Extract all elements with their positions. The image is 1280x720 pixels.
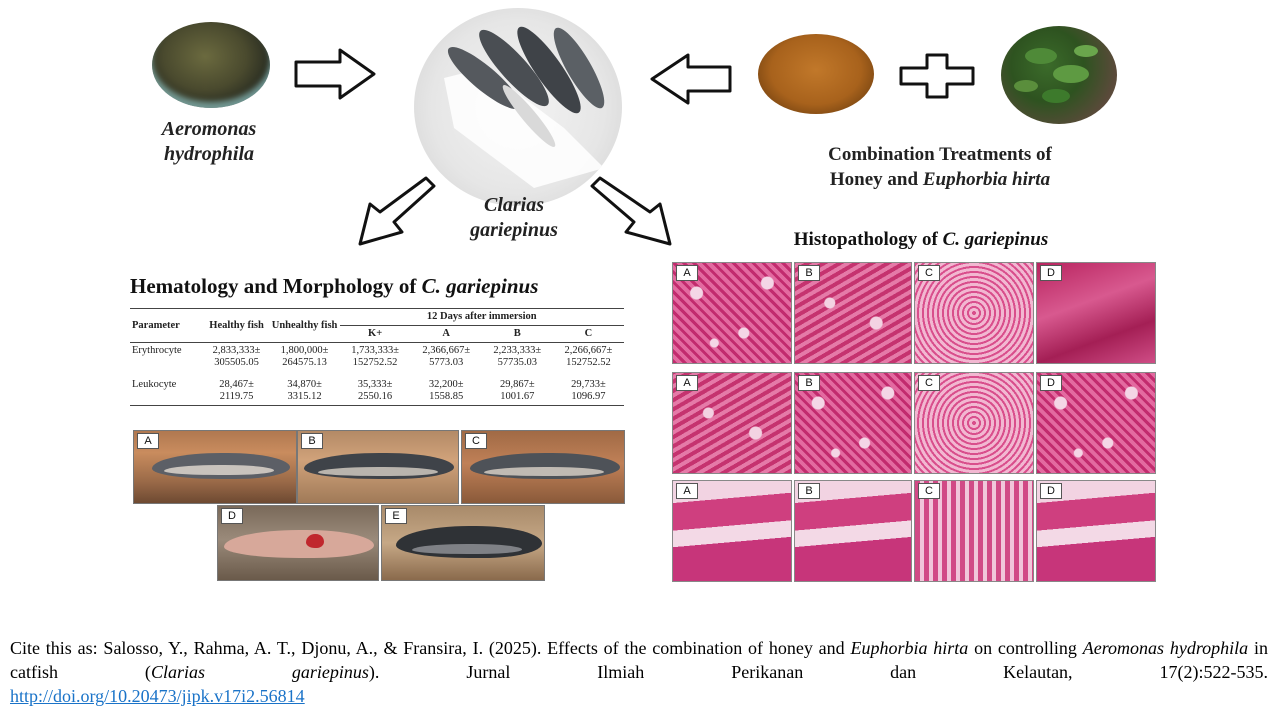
citation-species: Euphorbia hirta [850,638,969,658]
table-cell: 28,467±2119.75 [219,379,254,402]
doi-link[interactable]: http://doi.org/10.20473/jipk.v17i2.56814 [10,686,305,706]
panel-tag: B [798,483,820,499]
hematology-title-species: C. gariepinus [421,274,539,298]
histology-panel: B [794,262,912,364]
combination-treatments-label: Combination Treatments of Honey and Euph… [770,142,1110,192]
combination-line1: Combination Treatments of [828,144,1052,165]
combination-line2-prefix: Honey and [829,169,923,190]
aeromonas-culture-image [152,22,270,108]
histology-panel: A [672,262,792,364]
table-cell: 2,233,333±57735.03 [493,345,542,368]
fish-photo-e: E [381,505,545,581]
hematology-table: Parameter Healthy fish Unhealthy fish 12… [130,308,624,406]
table-cell: 29,733±1096.97 [571,379,606,402]
panel-tag: B [798,265,820,281]
panel-tag: A [676,265,698,281]
col-unhealthy: Unhealthy fish [269,308,340,343]
subcol-c: C [584,328,593,339]
histology-panel: D [1036,262,1156,364]
down-right-arrow-icon [590,176,672,246]
histopathology-title: Histopathology of C. gariepinus [716,229,1126,251]
panel-tag: D [1040,483,1062,499]
histology-panel: C [914,372,1034,474]
table-cell: 29,867±1001.67 [499,379,535,402]
panel-tag: C [918,483,940,499]
panel-tag: C [918,375,940,391]
fish-photo-b: B [297,430,459,504]
histology-panel: C [914,480,1034,582]
histopathology-title-text: Histopathology of [793,229,943,250]
fish-photo-c: C [461,430,625,504]
citation-text: Cite this as: Salosso, Y., Rahma, A. T.,… [10,638,851,658]
aeromonas-label: Aeromonas hydrophila [161,118,257,165]
row-parameter: Erythrocyte [132,345,182,356]
subcol-kplus: K+ [368,328,383,339]
petri-dish-rim [152,22,270,108]
panel-tag: A [676,375,698,391]
panel-tag: B [798,375,820,391]
histology-panel: C [914,262,1034,364]
table-cell: 2,366,667±5773.03 [422,345,471,368]
col-group-12days: 12 Days after immersion [339,308,624,326]
down-left-arrow-icon [358,176,436,246]
histopathology-title-species: C. gariepinus [942,229,1049,250]
table-row: Leukocyte 28,467±2119.75 34,870±3315.12 … [130,371,624,406]
panel-tag: C [918,265,940,281]
left-arrow-icon [650,53,732,105]
panel-tag: D [1040,265,1062,281]
panel-tag: A [676,483,698,499]
combination-line2: Honey and Euphorbia hirta [770,167,1110,192]
subcol-a: A [442,328,450,339]
euphorbia-hirta-image [1001,26,1117,124]
citation-text: in catfish ( [10,638,1268,682]
clarias-label: Clarias gariepinus [470,194,558,241]
histology-panel: A [672,480,792,582]
doi-line: http://doi.org/10.20473/jipk.v17i2.56814 [10,684,305,708]
photo-tag: A [137,433,159,449]
histology-panel: D [1036,372,1156,474]
table-cell: 2,266,667±152752.52 [564,345,613,368]
catfish-image [414,8,622,206]
col-parameter: Parameter [130,308,204,343]
table-row: Erythrocyte 2,833,333±305505.05 1,800,00… [130,343,624,372]
hematology-title-text: Hematology and Morphology of [130,274,422,298]
photo-tag: E [385,508,407,524]
euphorbia-italic: Euphorbia hirta [922,169,1051,190]
plus-icon [899,53,975,99]
hematology-title: Hematology and Morphology of C. gariepin… [130,274,630,299]
citation-bacteria: Aeromonas hydrophila [1082,638,1249,658]
table-cell: 1,733,333±152752.52 [351,345,399,368]
histology-panel: D [1036,480,1156,582]
row-parameter: Leukocyte [132,379,177,390]
col-healthy: Healthy fish [203,308,270,343]
histology-panel: B [794,480,912,582]
table-cell: 1,800,000±264575.13 [280,345,329,368]
right-arrow-icon [294,48,376,100]
histology-panel: B [794,372,912,474]
histology-panel: A [672,372,792,474]
table-cell: 35,333±2550.16 [357,379,393,402]
citation-text: on controlling [968,638,1077,658]
photo-tag: C [465,433,487,449]
photo-tag: D [221,508,243,524]
honey-image [758,34,874,114]
table-cell: 32,200±1558.85 [428,379,464,402]
table-cell: 34,870±3315.12 [287,379,322,402]
subcol-b: B [513,328,521,339]
table-cell: 2,833,333±305505.05 [212,345,261,368]
fish-photo-a: A [133,430,297,504]
fish-photo-d: D [217,505,379,581]
citation-journal: ). Jurnal Ilmiah Perikanan dan Kelautan,… [368,662,1268,682]
photo-tag: B [301,433,323,449]
citation-block: Cite this as: Salosso, Y., Rahma, A. T.,… [10,636,1268,684]
citation-fish: Clarias gariepinus [150,662,369,682]
panel-tag: D [1040,375,1062,391]
